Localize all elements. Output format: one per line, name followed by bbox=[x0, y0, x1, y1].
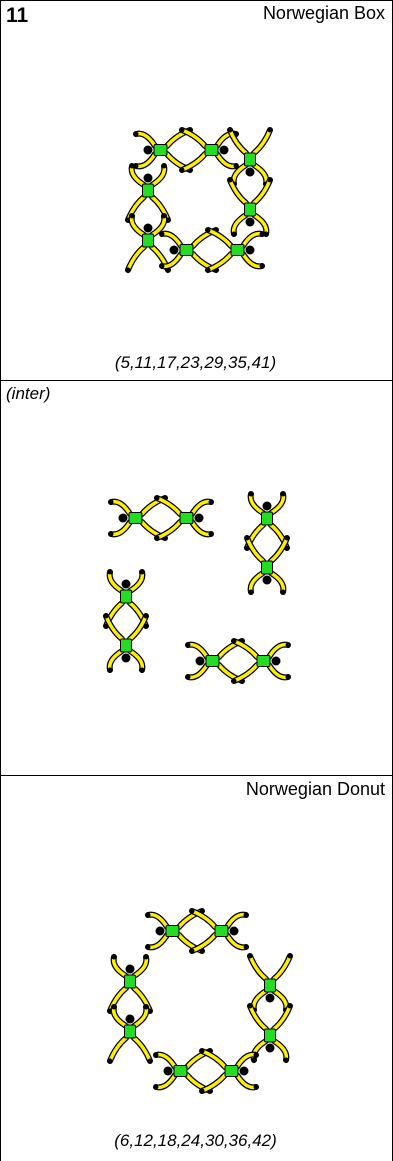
skydiver-figure bbox=[108, 495, 168, 541]
skydiver-figure bbox=[189, 908, 249, 954]
formation-diagram-box bbox=[125, 127, 273, 273]
formation-title: Norwegian Box bbox=[262, 3, 385, 23]
skydiver-figure bbox=[231, 638, 291, 684]
jump-sequence: (5,11,17,23,29,35,41) bbox=[114, 353, 277, 372]
skydiver-figure bbox=[244, 535, 290, 595]
skydiver-figure bbox=[154, 495, 214, 541]
skydiver-figure bbox=[227, 127, 273, 187]
skydiver-figure bbox=[205, 227, 265, 273]
formation-title: Norwegian Donut bbox=[245, 779, 385, 799]
skydiver-figure bbox=[247, 1003, 293, 1063]
skydiver-figure bbox=[103, 613, 149, 673]
skydiver-figure bbox=[125, 163, 171, 223]
skydiver-figure bbox=[125, 213, 171, 273]
figure-number: 11 bbox=[6, 4, 29, 27]
skydiver-figure bbox=[153, 1048, 213, 1094]
skydiver-figure bbox=[159, 227, 219, 273]
skydiver-figure bbox=[179, 127, 239, 173]
formation-diagram-inter bbox=[103, 491, 291, 684]
panel-divider bbox=[0, 775, 393, 776]
transition-label: (inter) bbox=[6, 384, 51, 403]
jump-sequence: (6,12,18,24,30,36,42) bbox=[114, 1131, 277, 1150]
panel-divider bbox=[0, 380, 393, 381]
skydiver-figure bbox=[199, 1048, 259, 1094]
panel-norwegian-donut: Norwegian Donut (6,12,18,24,30,36,42) bbox=[0, 776, 391, 1160]
skydiver-figure bbox=[227, 177, 273, 237]
panel-norwegian-box: 11 Norwegian Box (5,11,17,23,29,35,41) bbox=[0, 0, 391, 380]
skydiver-figure bbox=[247, 953, 293, 1013]
skydiver-figure bbox=[107, 1004, 153, 1064]
panel-inter: (inter) bbox=[0, 381, 391, 775]
skydiver-figure bbox=[244, 491, 290, 551]
skydiver-figure bbox=[185, 638, 245, 684]
formation-diagram-donut bbox=[107, 908, 293, 1094]
